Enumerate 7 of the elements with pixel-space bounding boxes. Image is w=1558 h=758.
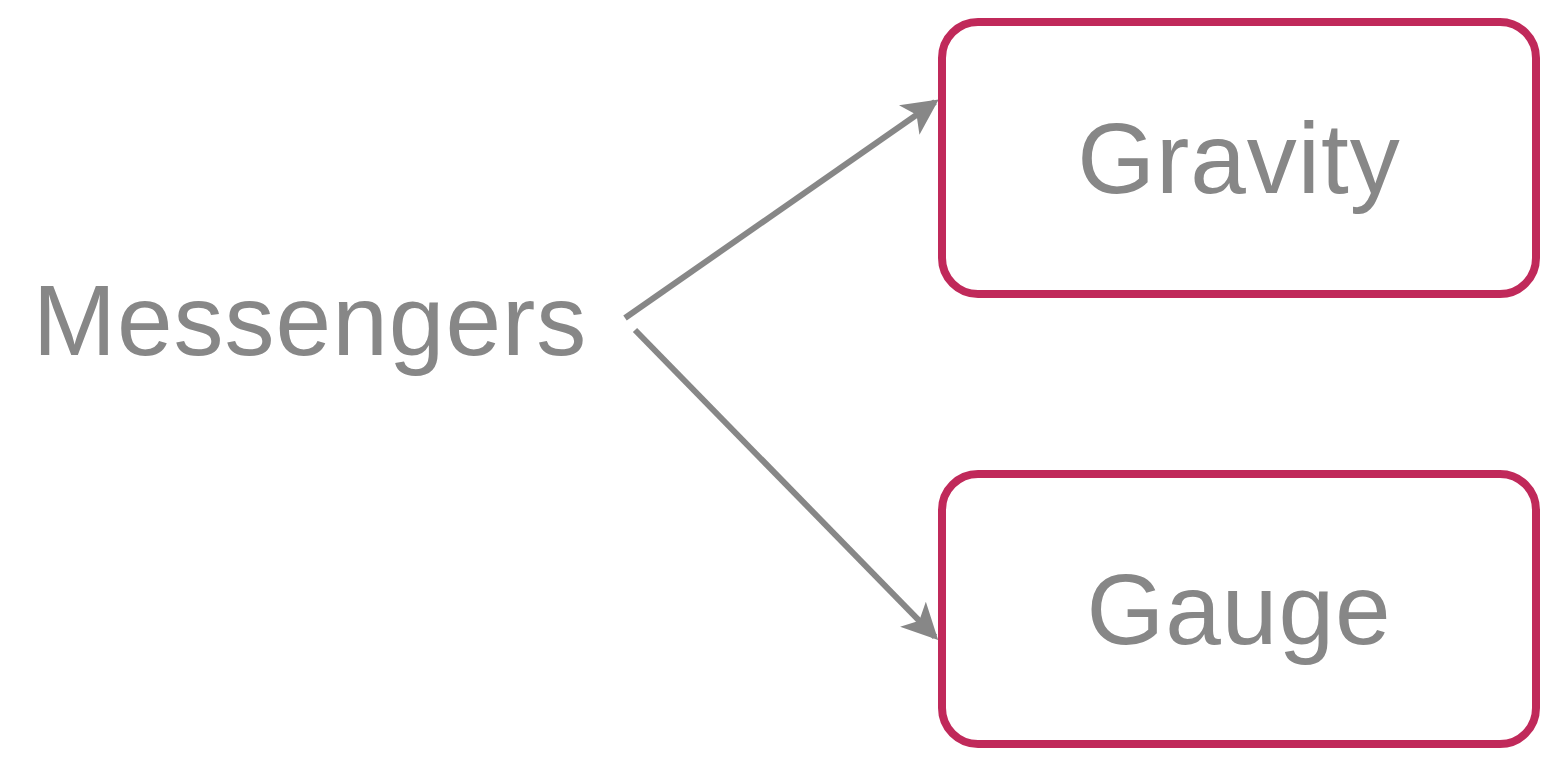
- rounded-box: [938, 18, 1540, 298]
- box-label: Gauge: [1086, 551, 1392, 667]
- arrow: [632, 327, 939, 640]
- rounded-box: [938, 470, 1540, 748]
- arrow: [623, 99, 939, 321]
- node-label: Messengers: [32, 262, 588, 378]
- box-label: Gravity: [1077, 100, 1401, 216]
